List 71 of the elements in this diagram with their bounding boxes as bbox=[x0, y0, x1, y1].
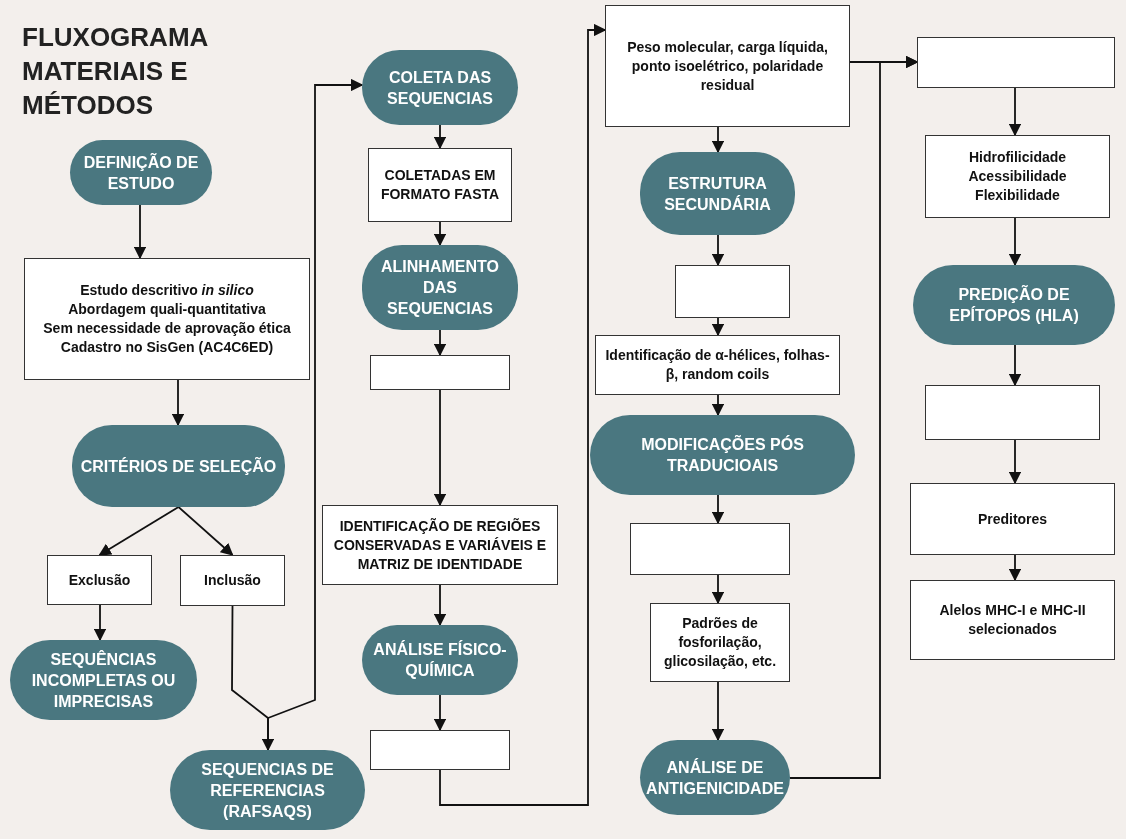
diagram-title: FLUXOGRAMA MATERIAIS E MÉTODOS bbox=[22, 21, 209, 122]
box-text: Abordagem quali-quantitativa bbox=[68, 300, 266, 319]
box-text: Sem necessidade de aprovação ética bbox=[43, 319, 291, 338]
box-text: Cadastro no SisGen (AC4C6ED) bbox=[60, 338, 274, 357]
process-box bbox=[910, 580, 1115, 660]
arrow bbox=[1008, 554, 1022, 582]
arrow bbox=[1008, 87, 1022, 137]
stage-label: ANÁLISE DE ANTIGENICIDADE bbox=[646, 757, 784, 799]
arrow bbox=[1008, 217, 1022, 267]
process-box bbox=[322, 505, 558, 585]
stage-label: MODIFICAÇÕES PÓS TRADUCIOAIS bbox=[640, 434, 805, 476]
arrow bbox=[439, 23, 607, 806]
process-box bbox=[24, 258, 310, 380]
empty-box bbox=[370, 730, 510, 770]
process-box bbox=[368, 148, 512, 222]
process-box bbox=[650, 603, 790, 682]
box-text: Estudo descritivo in silico bbox=[80, 281, 254, 300]
box-text: Padrões de fosforilação, glicosilação, etc. bbox=[662, 614, 778, 671]
arrow bbox=[711, 494, 725, 525]
arrow bbox=[433, 694, 447, 732]
box-text: COLETADAS EM FORMATO FASTA bbox=[379, 166, 501, 204]
arrow bbox=[711, 681, 725, 742]
box-text: IDENTIFICAÇÃO DE REGIÕES CONSERVADAS E VARIÁVEIS E MATRIZ DE IDENTIDADE bbox=[332, 516, 548, 574]
arrow bbox=[711, 234, 725, 267]
stage-label: PREDIÇÃO DE EPÍTOPOS (HLA) bbox=[948, 284, 1080, 326]
arrow bbox=[433, 389, 447, 507]
stage-label: ANÁLISE FÍSICO-QUÍMICA bbox=[372, 639, 508, 681]
empty-box bbox=[675, 265, 790, 318]
arrow bbox=[433, 221, 447, 247]
stage-label: SEQUÊNCIAS INCOMPLETAS OU IMPRECISAS bbox=[30, 649, 177, 712]
process-box bbox=[925, 135, 1110, 218]
arrow bbox=[1008, 344, 1022, 387]
box-text: Exclusão bbox=[68, 570, 131, 590]
process-box bbox=[605, 5, 850, 127]
process-box bbox=[910, 483, 1115, 555]
arrow bbox=[177, 506, 234, 556]
box-text: Identificação de α-hélices, folhas-β, random coils bbox=[604, 346, 831, 384]
empty-box bbox=[630, 523, 790, 575]
arrow bbox=[711, 126, 725, 154]
box-text: Hidrofilicidade bbox=[968, 148, 1067, 167]
arrow bbox=[133, 204, 147, 260]
arrow bbox=[98, 506, 180, 556]
arrow bbox=[93, 604, 107, 642]
box-text: Peso molecular, carga líquida, ponto isoelétrico, polaridade residual bbox=[626, 37, 829, 95]
box-text: Acessibilidade bbox=[968, 167, 1067, 186]
arrow bbox=[433, 329, 447, 357]
stage-pill bbox=[590, 415, 855, 495]
arrow bbox=[789, 55, 919, 779]
stage-label: ESTRUTURA SECUNDÁRIA bbox=[663, 173, 772, 215]
box-text: Inclusão bbox=[204, 571, 261, 590]
arrow bbox=[1008, 439, 1022, 485]
stage-label: SEQUENCIAS DE REFERENCIAS (RAFSAQS) bbox=[200, 759, 335, 822]
empty-box bbox=[370, 355, 510, 390]
arrow bbox=[433, 124, 447, 150]
box-text: Flexibilidade bbox=[975, 186, 1060, 205]
box-text: Alelos MHC-I e MHC-II selecionados bbox=[938, 601, 1087, 639]
process-box bbox=[47, 555, 152, 605]
stage-label: DEFINIÇÃO DE ESTUDO bbox=[82, 152, 200, 194]
arrow bbox=[433, 584, 447, 627]
stage-label: CRITÉRIOS DE SELEÇÃO bbox=[80, 456, 277, 477]
empty-box bbox=[925, 385, 1100, 440]
stage-label: COLETA DAS SEQUENCIAS bbox=[386, 67, 494, 109]
stage-label: ALINHAMENTO DAS SEQUENCIAS bbox=[380, 257, 500, 319]
arrow bbox=[711, 317, 725, 337]
process-box bbox=[180, 555, 285, 606]
arrow bbox=[711, 574, 725, 605]
arrow bbox=[711, 394, 725, 417]
process-box bbox=[595, 335, 840, 395]
box-text: Preditores bbox=[977, 509, 1048, 529]
arrow bbox=[171, 379, 185, 427]
empty-box bbox=[917, 37, 1115, 88]
